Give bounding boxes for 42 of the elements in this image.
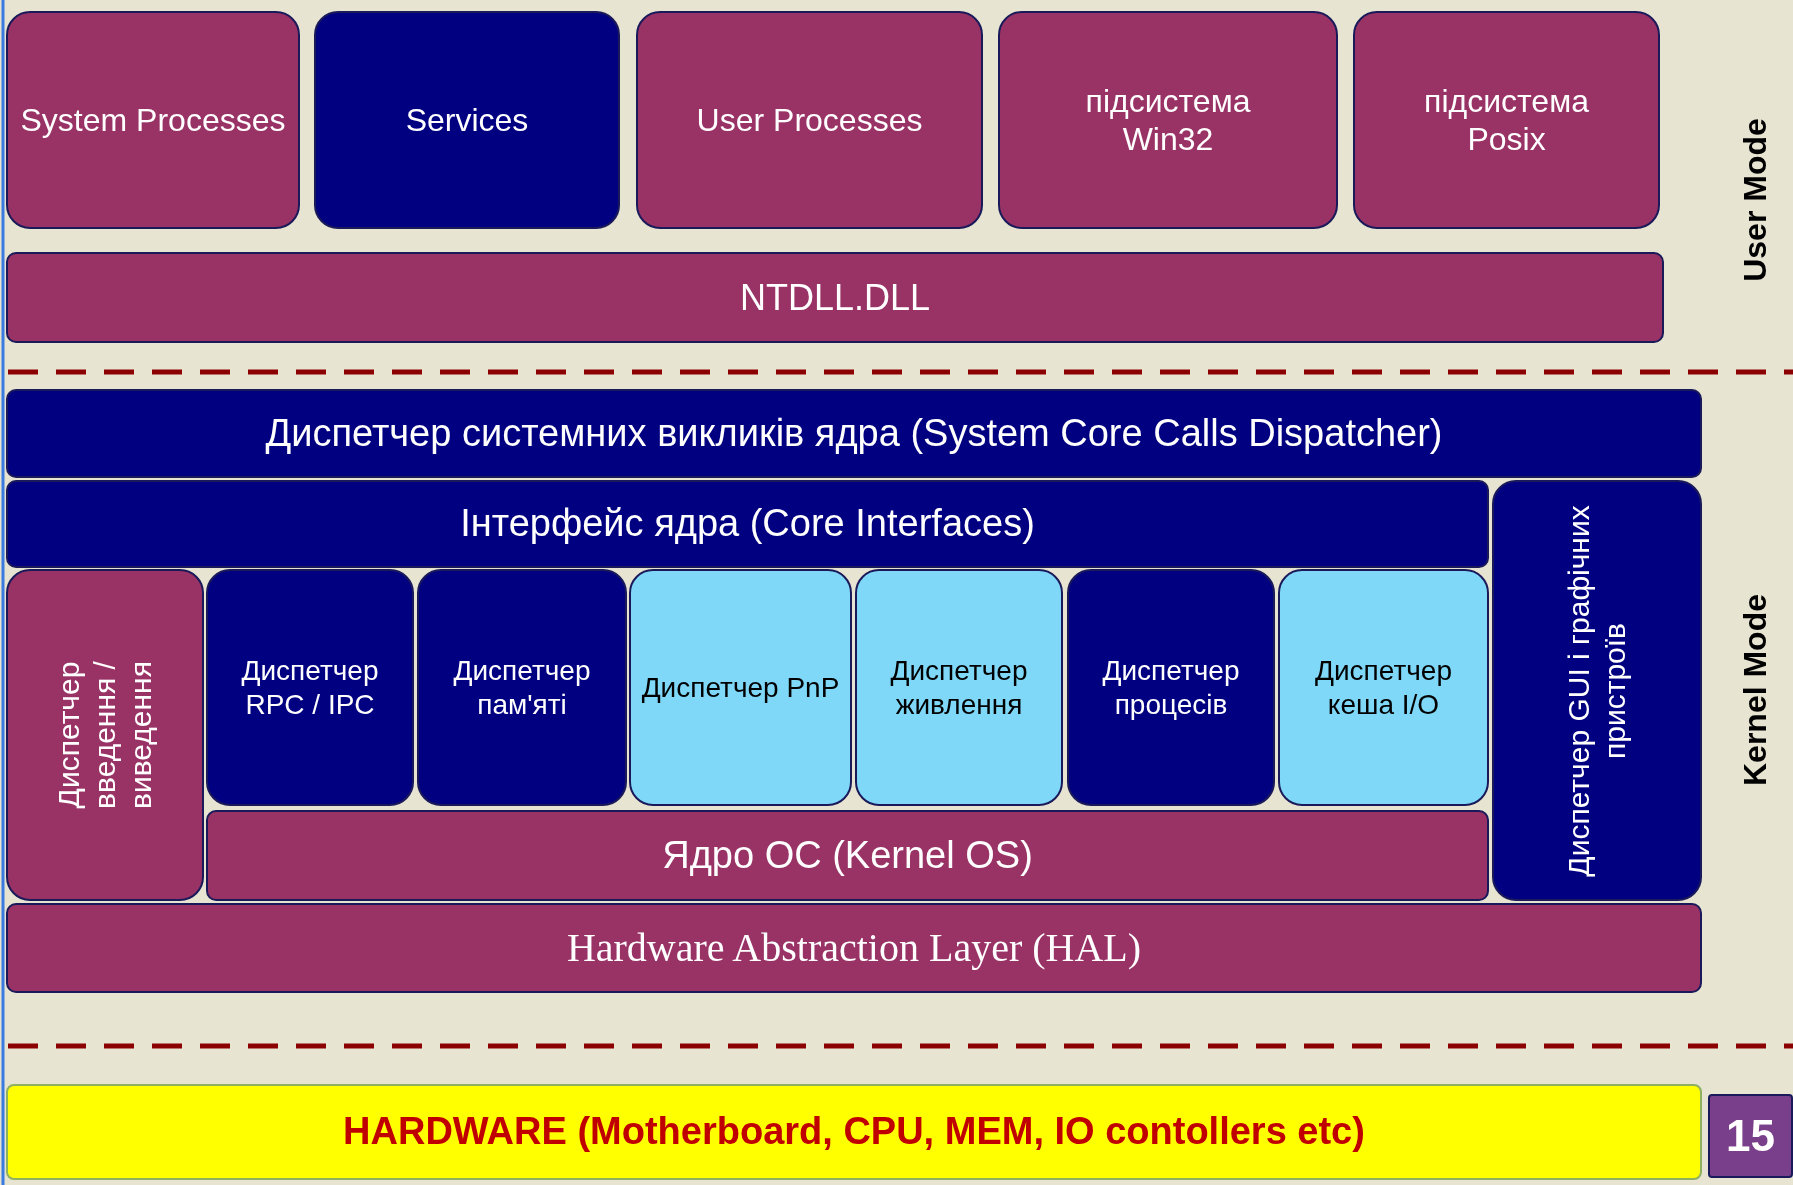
mode-label: Kernel Mode <box>1736 594 1774 786</box>
process-box <box>314 11 620 229</box>
layer-box <box>6 903 1702 993</box>
box-label: Диспетчер живлення <box>889 653 1029 722</box>
box-label: HARDWARE (Motherboard, CPU, MEM, IO contollers etc) <box>343 1109 1365 1155</box>
subsystem-box <box>1353 11 1660 229</box>
subsystem-box <box>998 11 1338 229</box>
box-label: NTDLL.DLL <box>739 275 931 320</box>
process-box <box>636 11 983 229</box>
box-label: підсистема Win32 <box>1084 81 1252 159</box>
layer-box <box>629 569 852 806</box>
layer-box <box>6 252 1664 343</box>
box-label: Диспетчер системних викликів ядра (System Core Calls Dispatcher) <box>265 410 1443 456</box>
box-label: Hardware Abstraction Layer (HAL) <box>566 924 1142 972</box>
layer-box <box>1067 569 1275 806</box>
layer-box <box>417 569 627 806</box>
page-number-box <box>1708 1094 1793 1178</box>
layer-box <box>1278 569 1489 806</box>
box-label: підсистема Posix <box>1423 81 1590 159</box>
box-label: System Processes <box>20 100 286 140</box>
box-label: Services <box>405 100 529 140</box>
layer-box <box>1492 480 1702 901</box>
box-label: Ядро ОС (Kernel OS) <box>662 832 1033 878</box>
box-label: 15 <box>1726 1109 1775 1162</box>
box-label: Диспетчер кеша I/O <box>1314 653 1453 722</box>
box-label: User Processes <box>696 100 923 140</box>
box-label: Диспетчер GUI і графічних пристроїв <box>1561 503 1632 879</box>
box-label: Диспетчер пам'яті <box>452 653 592 722</box>
layer-box <box>6 389 1702 478</box>
process-box <box>6 11 300 229</box>
box-label: Диспетчер введення / виведення <box>51 660 158 811</box>
layer-box <box>6 480 1489 568</box>
layer-box <box>6 1084 1702 1180</box>
box-label: Диспетчер процесів <box>1101 653 1241 722</box>
layer-box <box>855 569 1063 806</box>
box-label: Диспетчер PnP <box>641 670 840 705</box>
layer-box <box>206 569 414 806</box>
box-label: Диспетчер RPC / IPC <box>240 653 380 722</box>
box-label: Інтерфейс ядра (Core Interfaces) <box>460 501 1035 547</box>
layer-box <box>206 810 1489 901</box>
mode-label: User Mode <box>1736 118 1774 282</box>
layer-box <box>6 569 204 901</box>
